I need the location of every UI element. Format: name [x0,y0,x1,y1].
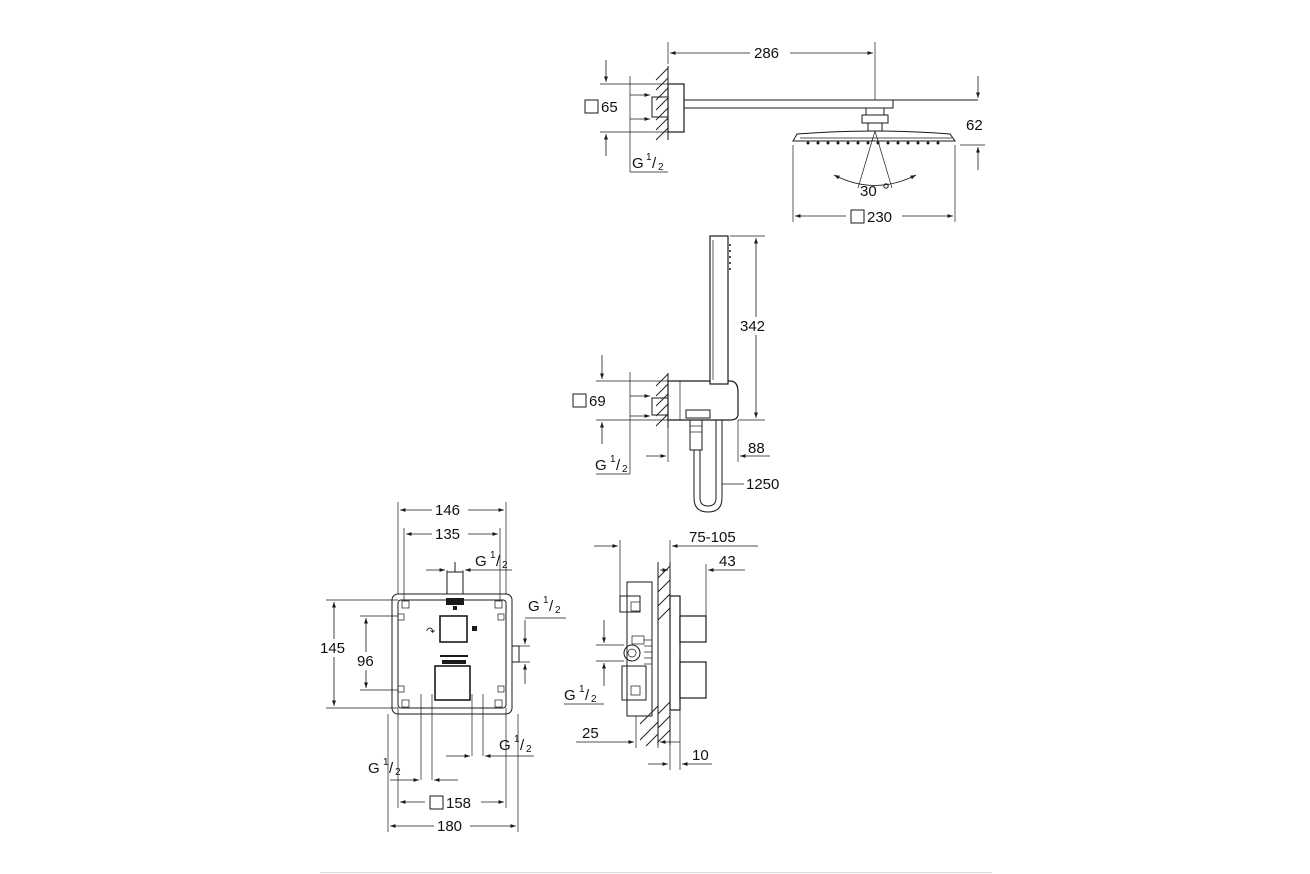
installation-depth-label: 75-105 [689,529,736,546]
svg-text:1: 1 [383,757,389,768]
overhead-shower-view: 30 286 65 G 1 / 2 62 [584,42,985,226]
mixer-front-view: ↷ 146 135 G 1 / [318,501,566,835]
svg-text:2: 2 [622,464,628,475]
width-inner-label: 135 [435,526,460,543]
svg-text:/: / [585,687,590,704]
tilt-angle-label: 30 [860,183,877,200]
overall-width-label: 180 [437,818,462,835]
svg-text:1: 1 [490,550,496,561]
hand-shower-length-label: 342 [740,318,765,335]
height-outer-label: 145 [320,640,345,657]
mixer-side-view: 75-105 43 G 1 / 2 25 10 [564,529,758,770]
svg-text:/: / [549,598,554,615]
svg-text:1: 1 [579,684,585,695]
svg-text:G: G [564,687,576,704]
svg-text:/: / [652,155,657,172]
svg-text:2: 2 [526,744,532,755]
diverter-control [439,615,468,643]
svg-text:G: G [632,155,644,172]
hand-shower-view: 342 69 G 1 / 2 88 1250 [572,235,779,513]
svg-text:G: G [368,760,380,777]
brand-logo [446,598,464,605]
arm-length-label: 286 [754,45,779,62]
svg-text:2: 2 [502,560,508,571]
flange-square-label: 65 [601,99,618,116]
svg-text:/: / [520,737,525,754]
svg-text:1: 1 [646,152,652,163]
hand-shower-connection-label: G 1 / 2 [595,454,628,475]
bracket-square-label: 69 [589,393,606,410]
width-outer-label: 146 [435,502,460,519]
svg-text:/: / [616,457,621,474]
svg-text:2: 2 [591,694,597,705]
svg-text:2: 2 [555,605,561,616]
bottom-left-connection-label: G 1 / 2 [368,757,401,778]
wall-offset-label: 25 [582,725,599,742]
svg-text:1: 1 [610,454,616,465]
nozzle-row [806,141,940,145]
side-connection-label: G 1 / 2 [564,684,597,705]
overhead-connection-label: G 1 / 2 [632,152,664,173]
svg-text:1: 1 [543,595,549,606]
top-connection-label: G 1 / 2 [475,550,508,571]
projection-label: 88 [748,440,765,457]
svg-text:G: G [499,737,511,754]
svg-text:2: 2 [658,162,664,173]
height-offset-label: 62 [966,117,983,134]
plate-square-label: 158 [446,795,471,812]
svg-text:G: G [475,553,487,570]
head-square-label: 230 [867,209,892,226]
hose-length-label: 1250 [746,476,779,493]
right-connection-label: G 1 / 2 [528,595,561,616]
svg-text:/: / [389,760,394,777]
footer-divider [320,872,992,873]
plate-thickness-label: 10 [692,747,709,764]
svg-text:/: / [496,553,501,570]
svg-text:G: G [528,598,540,615]
height-inner-label: 96 [357,653,374,670]
bottom-right-connection-label: G 1 / 2 [499,734,532,755]
svg-text:↷: ↷ [426,625,435,638]
svg-text:1: 1 [514,734,520,745]
thermostat-control [434,665,471,701]
handle-projection-label: 43 [719,553,736,570]
svg-text:G: G [595,457,607,474]
